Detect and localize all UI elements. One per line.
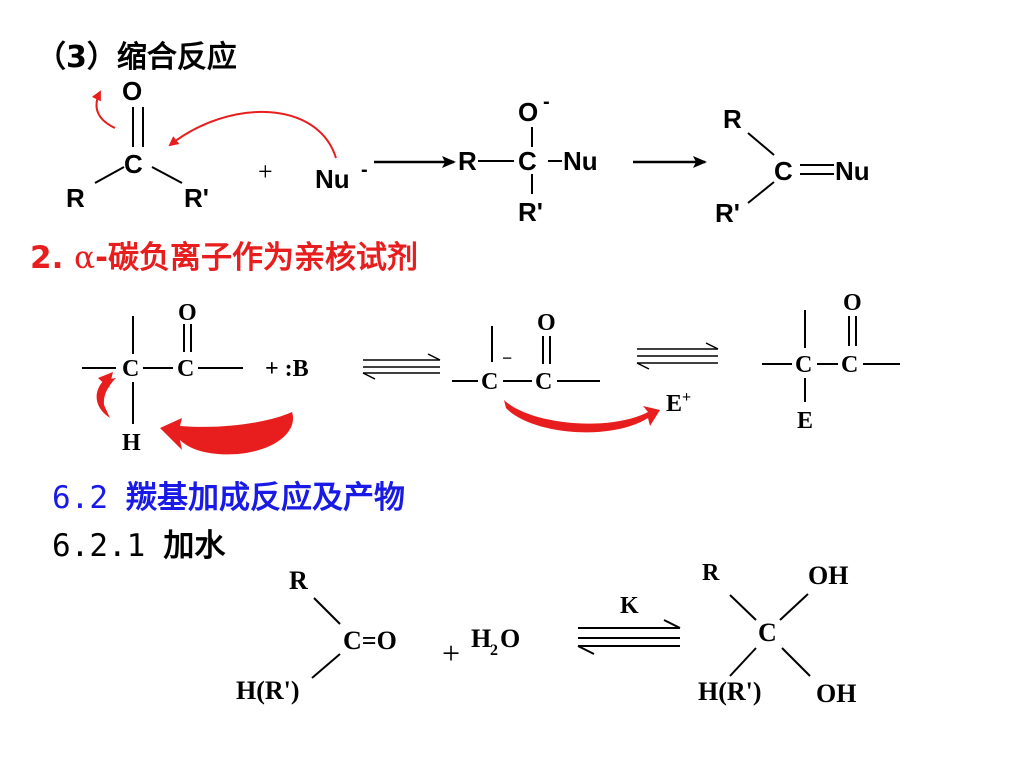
half-arrowhead <box>362 372 376 380</box>
half-arrowhead <box>663 619 681 629</box>
single-bond <box>747 132 775 156</box>
electron-push-arrow <box>91 90 116 129</box>
reaction-1: O C R R' + Nu - O - <box>66 76 870 228</box>
group-r-prime: R' <box>518 197 543 227</box>
single-bond <box>781 647 811 677</box>
condensation-product: R C Nu R' <box>715 104 870 228</box>
enolate-carbanion: O − C C <box>452 310 600 395</box>
single-bond <box>151 166 183 184</box>
proton-arrowhead <box>98 372 113 388</box>
atom-carbon: C <box>124 149 143 179</box>
tetrahedral-intermediate: O - R C Nu R' <box>458 91 598 227</box>
alpha-symbol: α <box>74 240 96 276</box>
group-h-or-r-prime: H(R') <box>698 677 762 706</box>
water-subscript: 2 <box>490 642 498 659</box>
gem-diol-product: R OH C H(R') OH <box>698 560 856 708</box>
nucleophile-label: Nu <box>835 156 870 186</box>
group-r: R <box>702 560 720 586</box>
atom-carbon: C <box>481 369 498 395</box>
single-bond <box>311 653 341 679</box>
positive-charge: + <box>682 389 691 406</box>
nucleophile-label: Nu <box>563 146 598 176</box>
equilibrium-constant-label: K <box>620 593 639 619</box>
single-bond <box>313 597 341 625</box>
half-arrowhead <box>427 353 441 361</box>
single-bond <box>729 647 757 677</box>
single-bond <box>747 181 775 204</box>
equilibrium-arrow <box>577 619 681 655</box>
atom-carbon: C <box>535 369 552 395</box>
electrophile-label: E <box>666 391 682 417</box>
electrophile-attack-arrow <box>504 400 660 433</box>
atom-carbon: C <box>518 146 537 176</box>
atom-carbon: C <box>841 352 858 378</box>
electrophile-label: E <box>797 408 813 434</box>
water-oxygen: O <box>500 624 520 653</box>
proton-arrow <box>96 378 116 418</box>
half-arrowhead <box>577 645 595 655</box>
half-arrowhead <box>705 342 719 350</box>
plus-sign: + <box>258 157 273 186</box>
carbonyl-reactant: R C=O H(R') <box>236 566 397 705</box>
negative-charge: - <box>543 91 550 113</box>
group-r: R <box>723 104 742 134</box>
equilibrium-arrow <box>636 342 719 370</box>
single-bond <box>779 593 809 621</box>
ketone-reactant: O C C H + :B <box>82 300 309 456</box>
single-bond <box>729 594 757 621</box>
group-r: R <box>458 146 477 176</box>
atom-oxygen: O <box>518 97 538 127</box>
atom-carbon: C <box>177 356 194 382</box>
hydroxyl-group: OH <box>808 561 848 590</box>
atom-hydrogen: H <box>122 430 141 456</box>
single-bond <box>94 166 125 184</box>
group-r: R <box>66 183 85 213</box>
atom-carbon: C <box>122 356 139 382</box>
negative-charge: - <box>361 159 368 181</box>
atom-carbon: C <box>774 156 793 186</box>
nucleophile: Nu - <box>315 159 368 194</box>
carbonyl-reactant: O C R R' <box>66 76 209 213</box>
negative-charge: − <box>502 348 512 368</box>
carbonyl-group: C=O <box>343 626 397 655</box>
water-molecule: H 2 O <box>471 624 520 659</box>
alpha-heading-number: 2. <box>30 240 64 276</box>
nucleophile-label: Nu <box>315 164 350 194</box>
plus-sign: + <box>442 635 460 671</box>
addition-section-number: 6.2 <box>52 480 108 516</box>
group-h-or-r-prime: H(R') <box>236 676 300 705</box>
atom-oxygen: O <box>537 310 556 336</box>
atom-oxygen: O <box>122 76 142 106</box>
reaction-3: R C=O H(R') + H 2 O K R <box>236 560 856 708</box>
group-r: R <box>289 566 308 595</box>
group-r-prime: R' <box>715 198 740 228</box>
deprotonation-arrow <box>160 412 294 455</box>
hydroxyl-group: OH <box>816 679 856 708</box>
group-r-prime: R' <box>184 183 209 213</box>
water-section-number: 6.2.1 <box>52 528 146 564</box>
atom-carbon: C <box>795 352 812 378</box>
atom-oxygen: O <box>178 300 197 326</box>
atom-oxygen: O <box>843 290 862 316</box>
condensation-heading: （3）缩合反应 <box>36 40 237 75</box>
addition-section-title: 羰基加成反应及产物 <box>126 480 405 516</box>
carbonyl-addition-heading: 6.2 羰基加成反应及产物 <box>52 472 405 517</box>
nucleophilic-attack-arrow <box>168 110 337 159</box>
electrophile: E + <box>666 389 691 417</box>
alkylated-product: O C C E <box>762 290 900 434</box>
half-arrowhead <box>636 362 650 370</box>
alpha-carbanion-heading: 2. α-碳负离子作为亲核试剂 <box>30 232 418 277</box>
water-addition-heading: 6.2.1 加水 <box>52 520 225 565</box>
water-section-title: 加水 <box>163 528 226 564</box>
alpha-heading-text: -碳负离子作为亲核试剂 <box>95 240 418 276</box>
atom-carbon: C <box>758 618 777 647</box>
equilibrium-arrow <box>362 353 441 380</box>
plus-base-label: + :B <box>265 356 309 382</box>
reaction-2: O C C H + :B <box>82 290 900 456</box>
water-hydrogen: H <box>471 624 491 653</box>
